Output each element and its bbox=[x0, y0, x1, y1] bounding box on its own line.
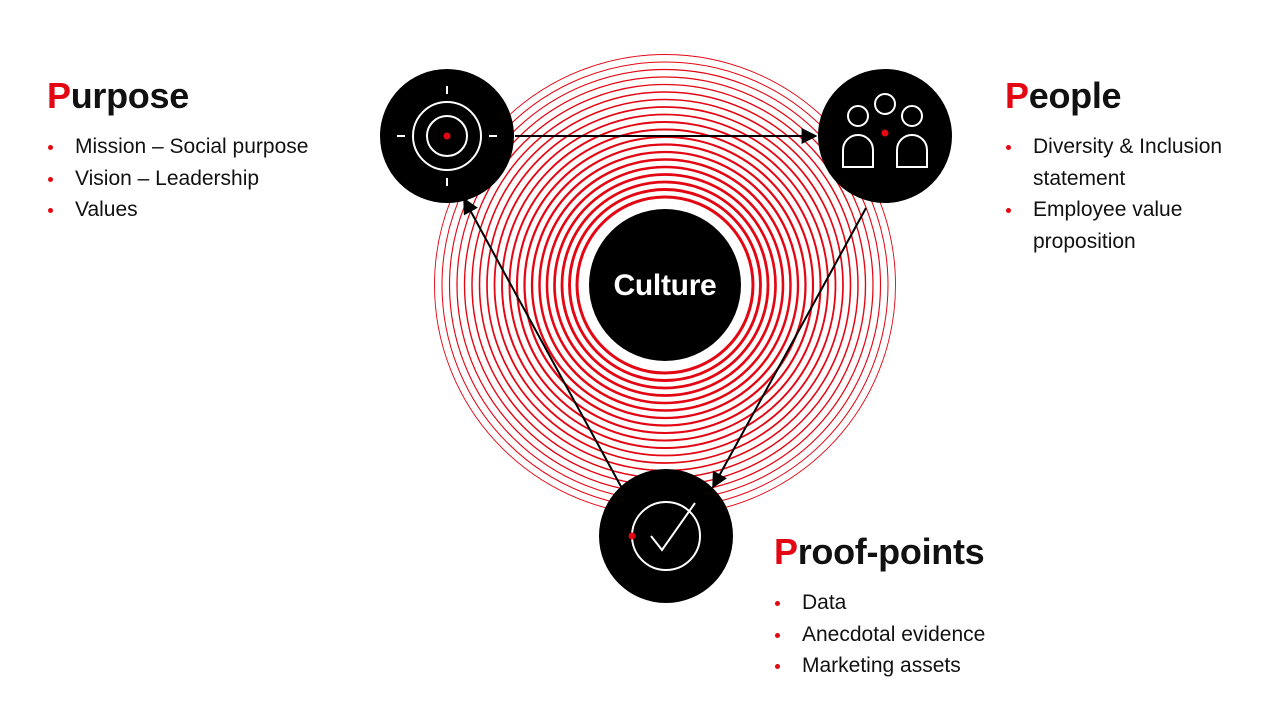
ring bbox=[560, 180, 770, 390]
concentric-rings bbox=[434, 54, 896, 516]
people-title: People bbox=[1005, 78, 1265, 114]
people-title-rest: eople bbox=[1028, 75, 1122, 116]
proof-title-initial: P bbox=[774, 531, 798, 572]
people-section: People Diversity & Inclusion statement E… bbox=[1005, 78, 1265, 257]
ring bbox=[568, 188, 762, 382]
proof-list: Data Anecdotal evidence Marketing assets bbox=[774, 587, 985, 682]
proof-item: Data bbox=[774, 587, 985, 619]
people-title-initial: P bbox=[1005, 75, 1029, 116]
people-node bbox=[818, 69, 952, 203]
ring bbox=[501, 121, 829, 449]
proof-item: Marketing assets bbox=[774, 650, 985, 682]
people-list: Diversity & Inclusion statement Employee… bbox=[1005, 131, 1265, 257]
proof-title: Proof-points bbox=[774, 534, 985, 570]
purpose-item: Values bbox=[47, 194, 308, 226]
arrow-proof-to-purpose bbox=[463, 197, 625, 493]
target-icon bbox=[397, 86, 497, 186]
arrow-people-to-proof bbox=[712, 207, 867, 489]
purpose-list: Mission – Social purpose Vision – Leader… bbox=[47, 131, 308, 226]
ring bbox=[538, 158, 792, 412]
proof-points-section: Proof-points Data Anecdotal evidence Mar… bbox=[774, 534, 985, 682]
ring bbox=[523, 143, 807, 427]
purpose-title: Purpose bbox=[47, 78, 308, 114]
proof-item: Anecdotal evidence bbox=[774, 619, 985, 651]
group-icon bbox=[842, 93, 928, 168]
people-item: Diversity & Inclusion statement bbox=[1005, 131, 1265, 194]
people-item: Employee value proposition bbox=[1005, 194, 1265, 257]
purpose-item: Vision – Leadership bbox=[47, 163, 308, 195]
purpose-node bbox=[380, 69, 514, 203]
ring bbox=[575, 195, 755, 375]
purpose-section: Purpose Mission – Social purpose Vision … bbox=[47, 78, 308, 226]
culture-circle bbox=[589, 209, 741, 361]
target-center-dot bbox=[443, 132, 451, 140]
proof-node bbox=[599, 469, 733, 603]
purpose-title-initial: P bbox=[47, 75, 71, 116]
ring bbox=[508, 128, 822, 442]
ring bbox=[493, 113, 837, 457]
ring bbox=[530, 150, 800, 420]
ring bbox=[553, 173, 777, 397]
purpose-title-rest: urpose bbox=[70, 75, 190, 116]
proof-accent-dot bbox=[628, 532, 636, 540]
culture-label: Culture bbox=[613, 269, 717, 302]
ring bbox=[486, 106, 844, 464]
people-center-dot bbox=[881, 129, 889, 137]
purpose-item: Mission – Social purpose bbox=[47, 131, 308, 163]
proof-title-rest: roof-points bbox=[797, 531, 985, 572]
ring bbox=[545, 165, 785, 405]
